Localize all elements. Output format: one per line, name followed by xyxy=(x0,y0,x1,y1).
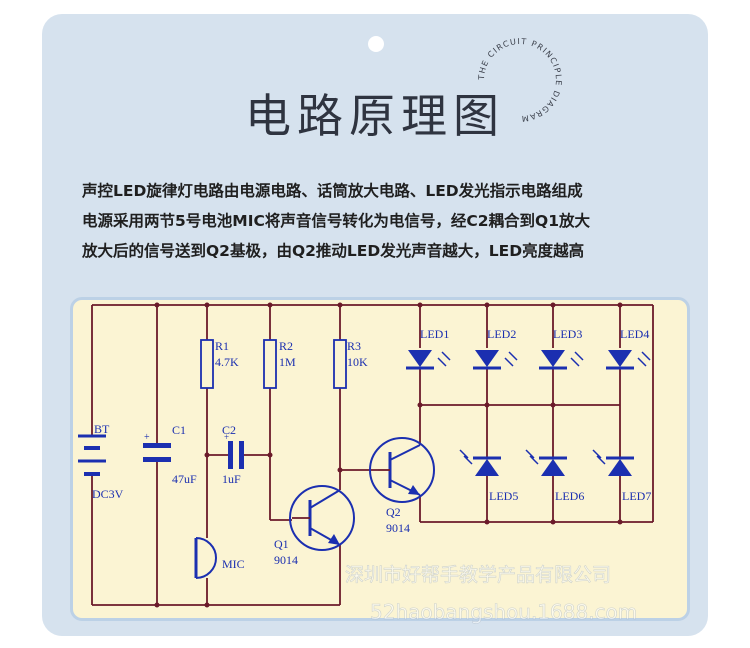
r1-label: R1 xyxy=(215,339,229,353)
c2-value: 1uF xyxy=(222,472,241,486)
battery-label: BT xyxy=(94,422,110,436)
description-line: 声控LED旋律灯电路由电源电路、话筒放大电路、LED发光指示电路组成 xyxy=(82,182,583,200)
microphone-symbol xyxy=(194,537,217,579)
capacitor-c2-symbol: + xyxy=(224,432,244,469)
c2-label: C2 xyxy=(222,423,236,437)
led2-symbol xyxy=(473,350,518,370)
led5-label: LED5 xyxy=(489,489,518,503)
r2-value: 1M xyxy=(279,355,296,369)
led5-symbol xyxy=(459,449,501,476)
q1-label: Q1 xyxy=(274,537,289,551)
r2-label: R2 xyxy=(279,339,293,353)
schematic-board xyxy=(70,297,690,621)
resistor-r1-symbol xyxy=(200,339,214,389)
transistor-q2-symbol xyxy=(369,437,435,503)
watermark-url: 52haobangshou.1688.com xyxy=(370,600,637,624)
wires xyxy=(91,304,654,606)
svg-text:+: + xyxy=(144,432,150,443)
led7-symbol xyxy=(592,449,634,476)
description-line: 放大后的信号送到Q2基极，由Q2推动LED发光声音越大，LED亮度越高 xyxy=(82,242,585,260)
transistor-q1-symbol xyxy=(289,485,355,551)
led6-label: LED6 xyxy=(555,489,584,503)
mic-label: MIC xyxy=(222,557,245,571)
junctions xyxy=(154,302,623,608)
battery-value: DC3V xyxy=(92,487,124,501)
led1-symbol xyxy=(406,350,451,370)
r3-label: R3 xyxy=(347,339,361,353)
led6-symbol xyxy=(525,449,567,476)
q2-label: Q2 xyxy=(386,505,401,519)
capacitor-c1-symbol: + xyxy=(143,432,171,462)
q1-model: 9014 xyxy=(274,553,298,567)
svg-text:+: + xyxy=(224,432,229,442)
q2-model: 9014 xyxy=(386,521,410,535)
description-line: 电源采用两节5号电池MIC将声音信号转化为电信号，经C2耦合到Q1放大 xyxy=(82,212,590,230)
watermark-company: 深圳市好帮手教学产品有限公司 xyxy=(345,564,611,586)
description: 声控LED旋律灯电路由电源电路、话筒放大电路、LED发光指示电路组成 电源采用两… xyxy=(82,176,702,266)
led4-symbol xyxy=(606,350,651,370)
led1-label: LED1 xyxy=(420,327,449,341)
resistor-r3-symbol xyxy=(333,339,347,389)
led4-label: LED4 xyxy=(620,327,649,341)
led3-label: LED3 xyxy=(553,327,582,341)
led3-symbol xyxy=(539,350,584,370)
r1-value: 4.7K xyxy=(215,355,239,369)
c1-value: 47uF xyxy=(172,472,197,486)
led7-label: LED7 xyxy=(622,489,651,503)
battery-symbol xyxy=(78,434,106,476)
c1-label: C1 xyxy=(172,423,186,437)
hang-hole xyxy=(368,36,384,52)
r3-value: 10K xyxy=(347,355,368,369)
page-title: 电路原理图 xyxy=(245,89,505,143)
led2-label: LED2 xyxy=(487,327,516,341)
resistor-r2-symbol xyxy=(263,339,277,389)
